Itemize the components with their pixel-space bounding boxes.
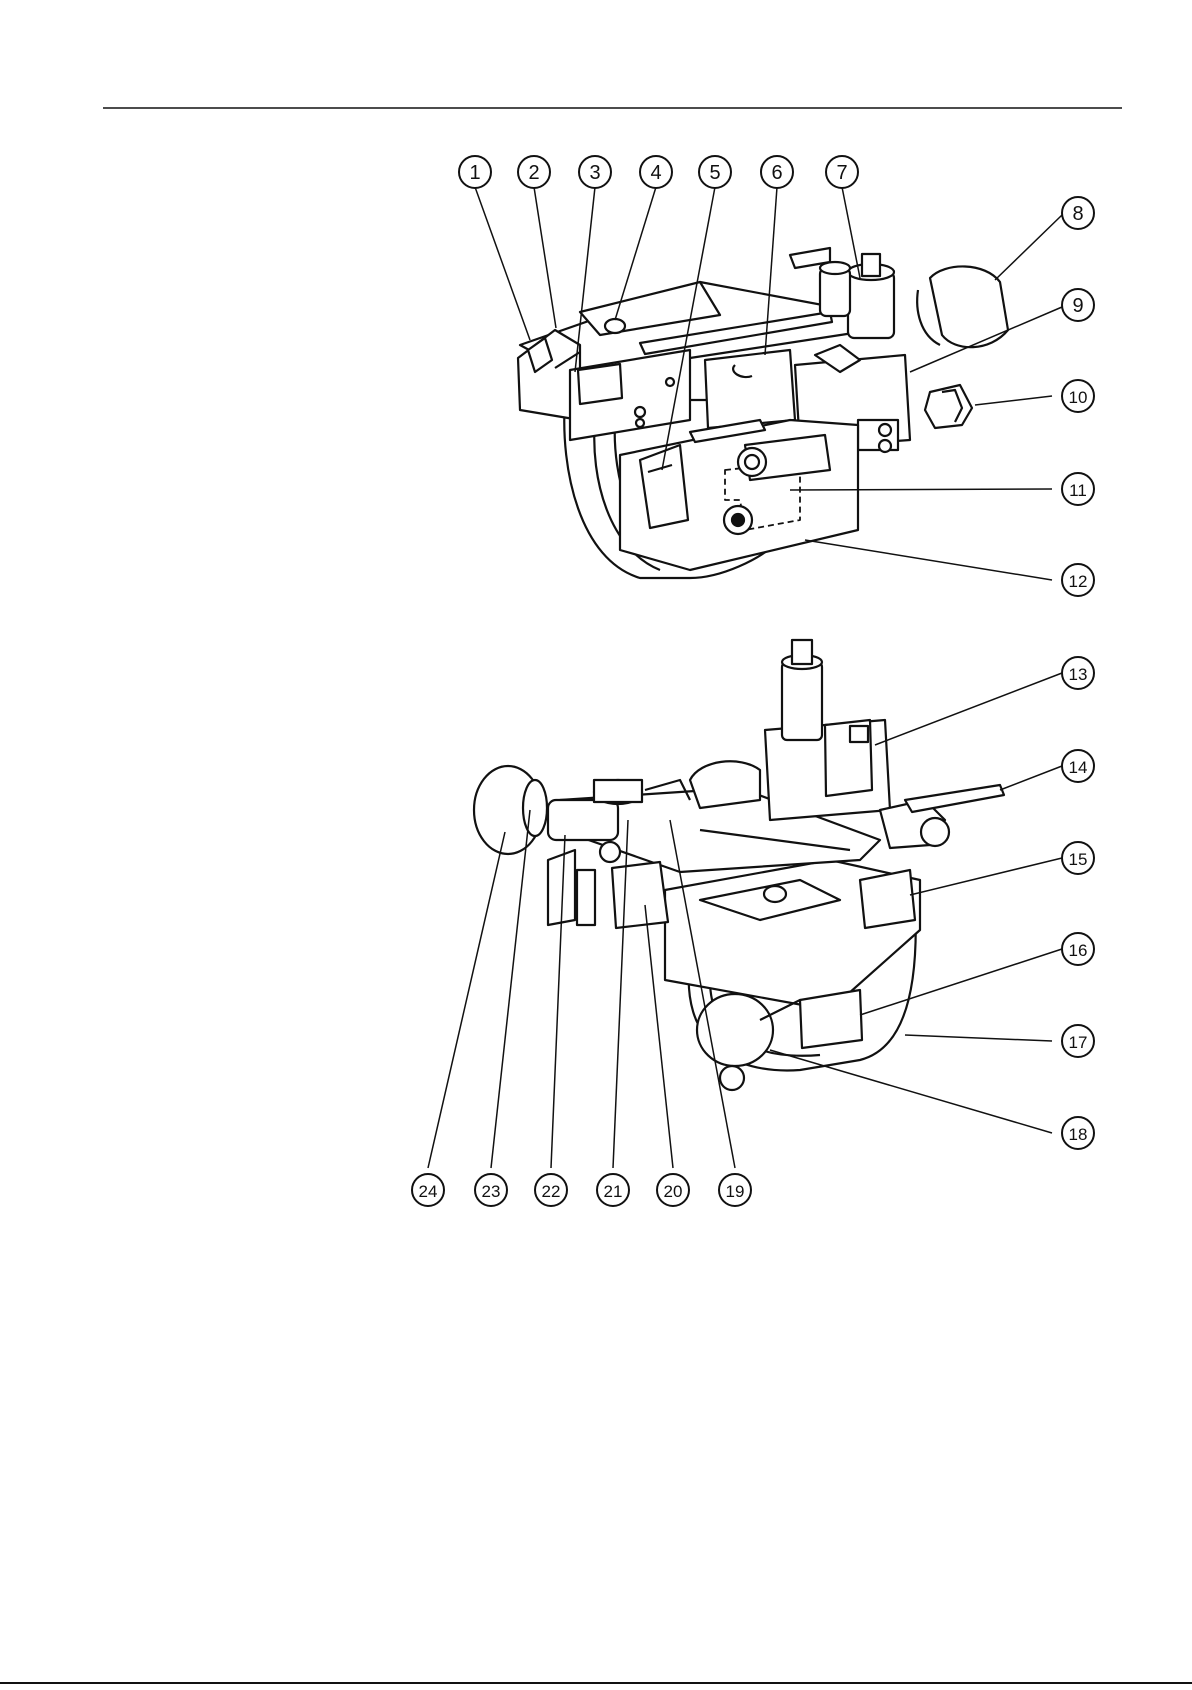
callout-24: 24	[412, 1174, 444, 1206]
callout-number: 16	[1069, 941, 1088, 960]
callout-5: 5	[699, 156, 731, 188]
callout-7: 7	[826, 156, 858, 188]
burner-upper-view	[518, 248, 1008, 578]
callout-number: 5	[709, 162, 720, 184]
callout-number: 14	[1069, 758, 1088, 777]
callout-13: 13	[1062, 657, 1094, 689]
callout-number: 15	[1069, 850, 1088, 869]
callout-23: 23	[475, 1174, 507, 1206]
callout-18: 18	[1062, 1117, 1094, 1149]
callout-number: 8	[1072, 203, 1083, 225]
callout-number: 18	[1069, 1125, 1088, 1144]
callout-14: 14	[1062, 750, 1094, 782]
callout-number: 7	[836, 162, 847, 184]
callout-number: 1	[469, 162, 480, 184]
callout-number: 12	[1069, 572, 1088, 591]
callout-19: 19	[719, 1174, 751, 1206]
callout-4: 4	[640, 156, 672, 188]
callout-20: 20	[657, 1174, 689, 1206]
callout-number: 23	[482, 1182, 501, 1201]
callout-number: 9	[1072, 295, 1083, 317]
callout-12: 12	[1062, 564, 1094, 596]
callout-number: 6	[771, 162, 782, 184]
callout-number: 2	[528, 162, 539, 184]
callout-number: 17	[1069, 1033, 1088, 1052]
callout-number: 22	[542, 1182, 561, 1201]
burner-lower-view	[474, 640, 1004, 1090]
callout-1: 1	[459, 156, 491, 188]
callout-3: 3	[579, 156, 611, 188]
callout-number: 4	[650, 162, 661, 184]
callout-8: 8	[1062, 197, 1094, 229]
callout-21: 21	[597, 1174, 629, 1206]
callout-number: 24	[419, 1182, 438, 1201]
callout-17: 17	[1062, 1025, 1094, 1057]
callout-number: 21	[604, 1182, 623, 1201]
callout-16: 16	[1062, 933, 1094, 965]
callout-15: 15	[1062, 842, 1094, 874]
callout-11: 11	[1062, 473, 1094, 505]
callout-number: 20	[664, 1182, 683, 1201]
callout-6: 6	[761, 156, 793, 188]
callout-number: 19	[726, 1182, 745, 1201]
callout-2: 2	[518, 156, 550, 188]
callout-number: 13	[1069, 665, 1088, 684]
callout-9: 9	[1062, 289, 1094, 321]
callout-22: 22	[535, 1174, 567, 1206]
callout-number: 11	[1069, 481, 1087, 500]
callout-number: 3	[589, 162, 600, 184]
callout-10: 10	[1062, 380, 1094, 412]
callout-number: 10	[1069, 388, 1088, 407]
